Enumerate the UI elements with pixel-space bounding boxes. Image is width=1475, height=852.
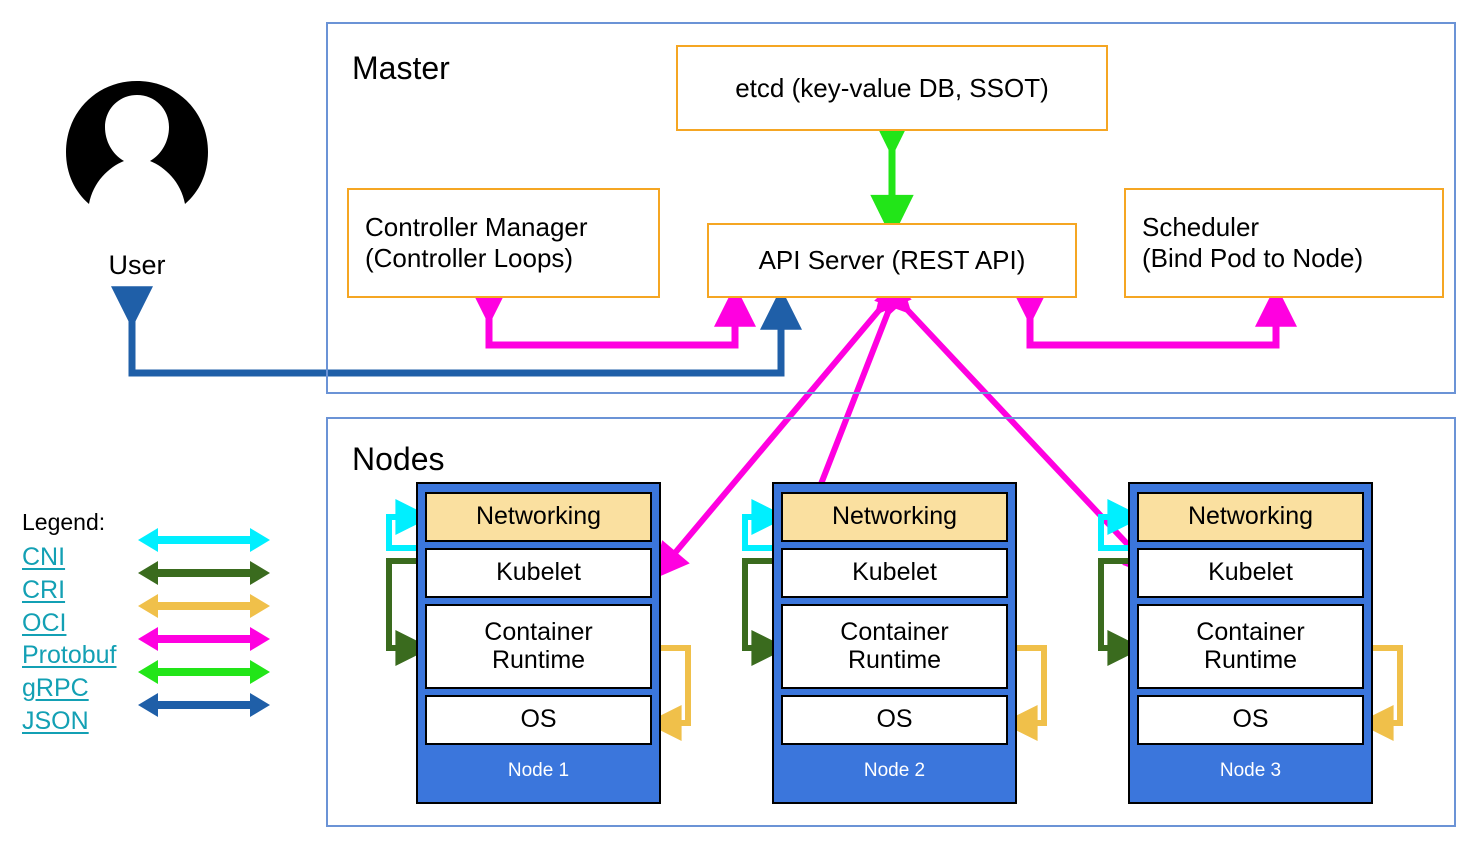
scheduler-component[interactable]: Scheduler (Bind Pod to Node)	[1124, 188, 1444, 298]
node-3-networking-label: Networking	[1187, 502, 1314, 531]
legend-arrow-protobuf	[138, 627, 270, 651]
node-3-label: Node 3	[1219, 760, 1282, 781]
etcd-label: etcd (key-value DB, SSOT)	[735, 72, 1049, 103]
controller-manager-component[interactable]: Controller Manager (Controller Loops)	[347, 188, 660, 298]
node-2-container-runtime-label: Container Runtime	[840, 618, 949, 674]
node-2-container-runtime[interactable]: Container Runtime	[781, 604, 1008, 689]
node-2-kubelet-label: Kubelet	[852, 558, 937, 587]
master-group	[326, 22, 1456, 394]
node-1-networking-label: Networking	[475, 502, 602, 531]
legend: Legend: CNI CRI OCI Protobuf gRPC JSON	[0, 0, 280, 735]
legend-arrow-grpc	[138, 660, 270, 684]
legend-item-json-label[interactable]: JSON	[22, 707, 89, 735]
node-2-networking[interactable]: Networking	[781, 492, 1008, 542]
node-3[interactable]: Networking Kubelet Container Runtime OS …	[1128, 482, 1373, 804]
node-3-container-runtime-label: Container Runtime	[1196, 618, 1305, 674]
legend-item-oci-label[interactable]: OCI	[22, 609, 67, 637]
nodes-group-title: Nodes	[352, 441, 445, 477]
node-3-networking[interactable]: Networking	[1137, 492, 1364, 542]
node-2-label: Node 2	[863, 760, 926, 781]
user-label: User	[108, 250, 166, 280]
controller-manager-label: Controller Manager (Controller Loops)	[365, 212, 588, 273]
api-server-component[interactable]: API Server (REST API)	[707, 223, 1077, 298]
nodes-group	[326, 417, 1456, 827]
etcd-component[interactable]: etcd (key-value DB, SSOT)	[676, 45, 1108, 131]
node-1-kubelet[interactable]: Kubelet	[425, 548, 652, 598]
legend-item-cni-label[interactable]: CNI	[22, 543, 66, 571]
legend-arrow-cni	[138, 528, 270, 552]
api-server-label: API Server (REST API)	[758, 245, 1026, 276]
node-2-kubelet[interactable]: Kubelet	[781, 548, 1008, 598]
node-2-os[interactable]: OS	[781, 695, 1008, 745]
legend-item-cri-label[interactable]: CRI	[22, 576, 66, 604]
node-1-label: Node 1	[507, 760, 570, 781]
master-group-title: Master	[352, 50, 450, 86]
node-1-kubelet-label: Kubelet	[496, 558, 581, 587]
user-avatar-icon	[62, 78, 212, 220]
node-1-networking[interactable]: Networking	[425, 492, 652, 542]
legend-item-protobuf-label[interactable]: Protobuf	[22, 641, 117, 669]
legend-arrow-oci	[138, 594, 270, 618]
node-1-os-label: OS	[520, 705, 557, 734]
legend-arrow-swatches	[138, 528, 270, 717]
node-1-container-runtime[interactable]: Container Runtime	[425, 604, 652, 689]
node-3-os[interactable]: OS	[1137, 695, 1364, 745]
legend-title: Legend:	[22, 509, 106, 535]
node-1[interactable]: Networking Kubelet Container Runtime OS …	[416, 482, 661, 804]
node-2[interactable]: Networking Kubelet Container Runtime OS …	[772, 482, 1017, 804]
scheduler-label: Scheduler (Bind Pod to Node)	[1142, 212, 1364, 273]
legend-arrow-cri	[138, 561, 270, 585]
node-3-os-label: OS	[1232, 705, 1269, 734]
node-3-kubelet-label: Kubelet	[1208, 558, 1293, 587]
legend-arrow-json	[138, 693, 270, 717]
legend-item-grpc-label[interactable]: gRPC	[22, 674, 89, 702]
node-3-container-runtime[interactable]: Container Runtime	[1137, 604, 1364, 689]
node-1-os[interactable]: OS	[425, 695, 652, 745]
node-2-networking-label: Networking	[831, 502, 958, 531]
node-3-kubelet[interactable]: Kubelet	[1137, 548, 1364, 598]
node-1-container-runtime-label: Container Runtime	[484, 618, 593, 674]
node-2-os-label: OS	[876, 705, 913, 734]
